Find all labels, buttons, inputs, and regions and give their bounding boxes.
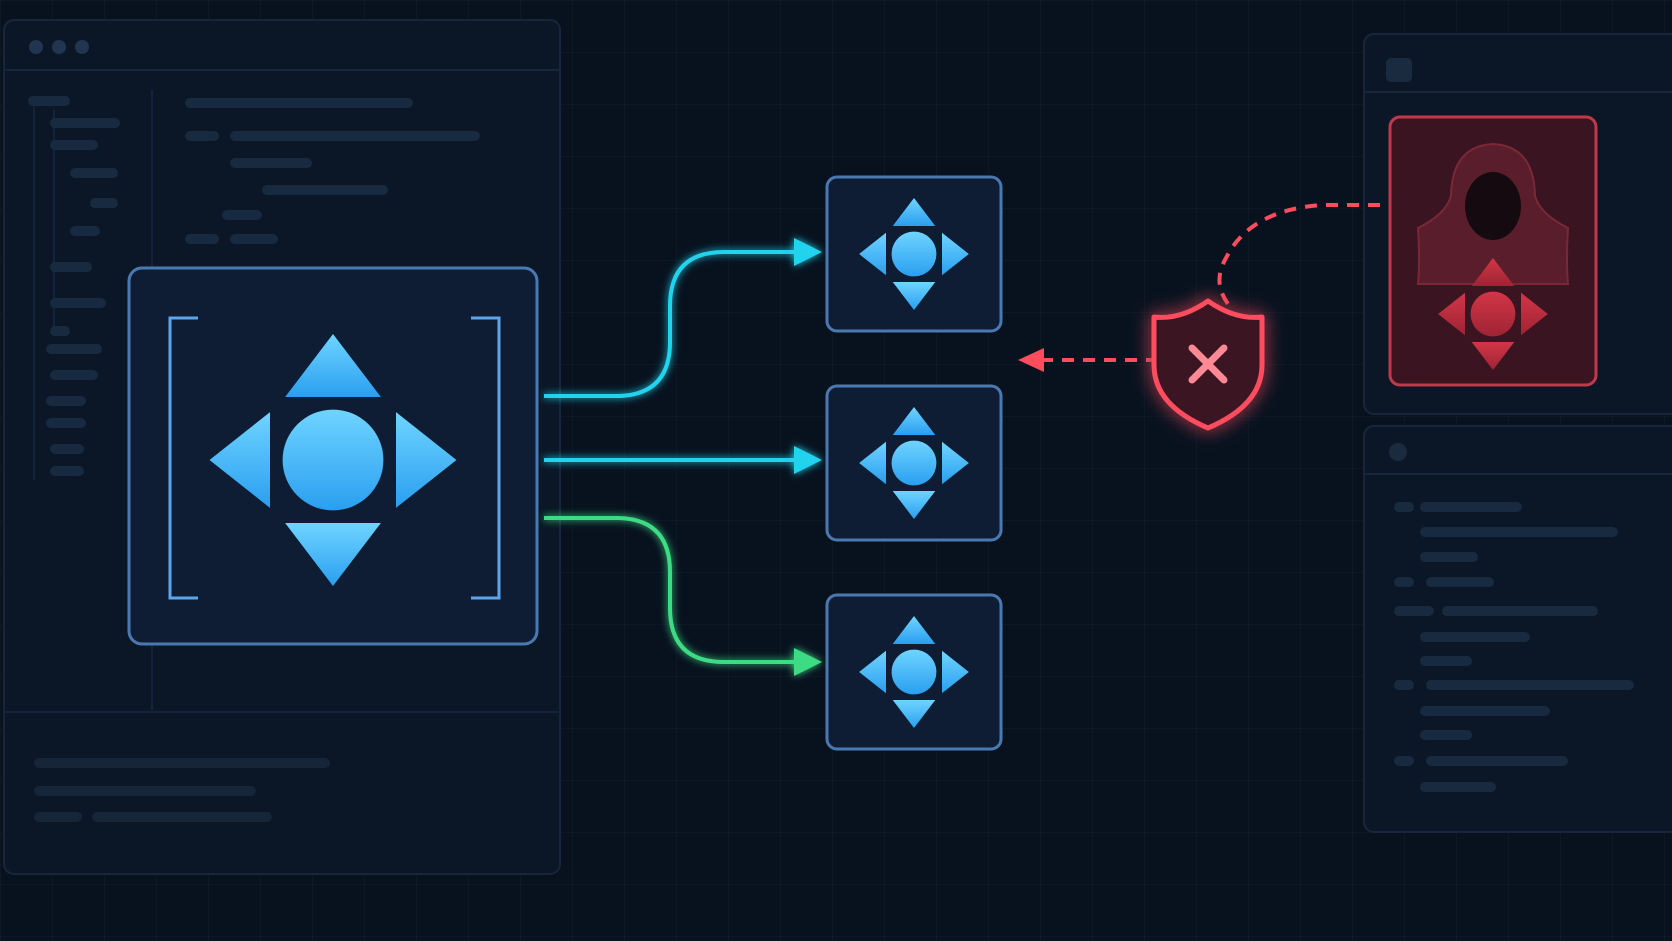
placeholder-line	[1420, 502, 1522, 512]
placeholder-line	[50, 298, 106, 308]
placeholder-line	[230, 131, 480, 141]
console-placeholder	[34, 758, 330, 822]
window-control-dot	[52, 40, 66, 54]
arrowhead	[1018, 348, 1044, 372]
arrowhead	[794, 648, 822, 676]
placeholder-line	[50, 262, 92, 272]
placeholder-line	[28, 96, 70, 106]
placeholder-line	[46, 344, 102, 354]
placeholder-line	[1426, 577, 1494, 587]
placeholder-line	[50, 444, 84, 454]
target-component-middle[interactable]	[825, 384, 1003, 542]
arrowhead	[794, 446, 822, 474]
hooded-figure-icon	[1416, 142, 1570, 285]
move-arrows-icon	[859, 198, 969, 310]
placeholder-line	[1420, 552, 1478, 562]
placeholder-line	[1420, 632, 1530, 642]
placeholder-line	[185, 131, 219, 141]
placeholder-line	[1420, 527, 1618, 537]
file-tree-placeholder	[28, 96, 120, 476]
placeholder-line	[1420, 656, 1472, 666]
placeholder-line	[1420, 782, 1496, 792]
placeholder-line	[50, 466, 84, 476]
placeholder-line	[222, 210, 262, 220]
placeholder-line	[50, 140, 98, 150]
placeholder-line	[34, 786, 256, 796]
connector-top	[544, 238, 822, 398]
placeholder-line	[1426, 680, 1634, 690]
move-arrows-icon	[1438, 258, 1548, 370]
source-component[interactable]	[127, 266, 539, 646]
placeholder-line	[92, 812, 272, 822]
placeholder-line	[1394, 756, 1414, 766]
placeholder-line	[34, 758, 330, 768]
placeholder-line	[90, 198, 118, 208]
arrowhead	[794, 238, 822, 266]
placeholder-line	[1442, 606, 1598, 616]
placeholder-line	[46, 418, 86, 428]
placeholder-line	[70, 168, 118, 178]
placeholder-line	[262, 185, 388, 195]
selection-bracket-right	[471, 316, 501, 600]
attacker-component[interactable]	[1388, 115, 1598, 387]
shield-blocker[interactable]	[1151, 298, 1265, 431]
move-arrows-icon	[859, 407, 969, 519]
blocked-attack-path	[1018, 203, 1380, 372]
selection-bracket-left	[168, 316, 198, 600]
placeholder-line	[230, 234, 278, 244]
background-right-window-bottom	[1363, 425, 1672, 833]
placeholder-line	[185, 98, 413, 108]
connector-middle	[544, 446, 822, 474]
placeholder-line	[1394, 502, 1414, 512]
placeholder-line	[1426, 756, 1568, 766]
placeholder-line	[34, 812, 82, 822]
target-component-top[interactable]	[825, 175, 1003, 333]
connector-bottom	[544, 516, 822, 676]
placeholder-line	[50, 118, 120, 128]
placeholder-line	[185, 234, 219, 244]
placeholder-line	[46, 396, 86, 406]
move-arrows-icon	[209, 334, 457, 586]
shield-x-icon	[1151, 298, 1265, 431]
move-arrows-icon	[859, 616, 969, 728]
placeholder-line	[1394, 577, 1414, 587]
placeholder-line	[50, 326, 70, 336]
placeholder-line	[70, 226, 100, 236]
placeholder-line	[1394, 606, 1434, 616]
placeholder-line	[1420, 730, 1472, 740]
window-control-dot	[29, 40, 43, 54]
target-component-bottom[interactable]	[825, 593, 1003, 751]
placeholder-line	[230, 158, 312, 168]
placeholder-line	[1394, 680, 1414, 690]
placeholder-line	[50, 370, 98, 380]
placeholder-line	[1420, 706, 1550, 716]
window-control-dot	[75, 40, 89, 54]
code-placeholder	[185, 98, 480, 244]
log-placeholder	[1394, 502, 1634, 792]
